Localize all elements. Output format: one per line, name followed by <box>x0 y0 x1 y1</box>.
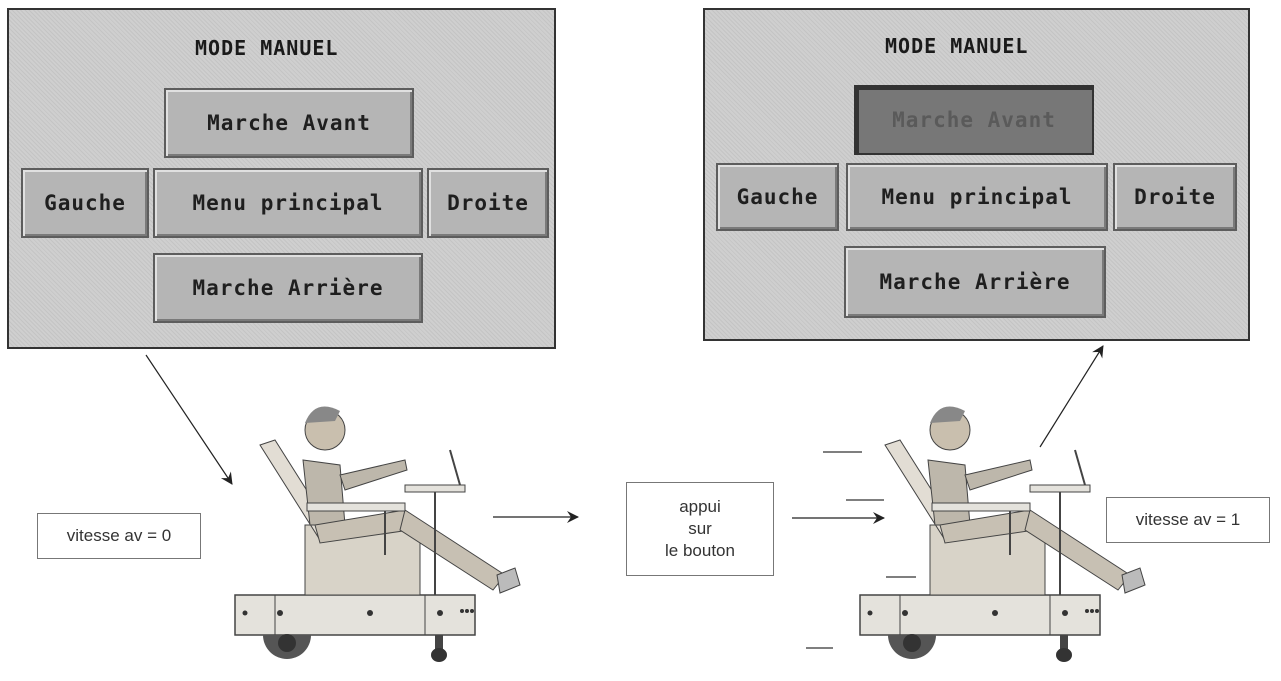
right-reverse-button[interactable]: Marche Arrière <box>844 246 1106 318</box>
left-menu-button[interactable]: Menu principal <box>153 168 423 238</box>
action-label: appui sur le bouton <box>626 482 774 576</box>
speed-before-label: vitesse av = 0 <box>37 513 201 559</box>
arrow-chair-to-panel <box>1039 345 1104 448</box>
action-label-line3: le bouton <box>665 541 735 560</box>
right-menu-button[interactable]: Menu principal <box>846 163 1108 231</box>
action-label-line2: sur <box>688 519 712 538</box>
motion-lines-icon <box>806 451 916 649</box>
right-forward-button-pressed[interactable]: Marche Avant <box>854 85 1094 155</box>
arrow-panel-to-chair <box>145 354 233 485</box>
wheelchair-user-moving-icon <box>859 405 1146 663</box>
wheelchair-user-stationary-icon <box>234 405 521 663</box>
left-right-button[interactable]: Droite <box>427 168 549 238</box>
left-forward-button[interactable]: Marche Avant <box>164 88 414 158</box>
right-panel-title: MODE MANUEL <box>885 34 1029 58</box>
left-reverse-button[interactable]: Marche Arrière <box>153 253 423 323</box>
left-control-panel: MODE MANUEL Marche Avant Gauche Menu pri… <box>7 8 556 349</box>
right-left-button[interactable]: Gauche <box>716 163 839 231</box>
right-right-button[interactable]: Droite <box>1113 163 1237 231</box>
left-left-button[interactable]: Gauche <box>21 168 149 238</box>
left-panel-title: MODE MANUEL <box>195 36 339 60</box>
action-label-line1: appui <box>679 497 721 516</box>
speed-after-label: vitesse av = 1 <box>1106 497 1270 543</box>
right-control-panel: MODE MANUEL Marche Avant Gauche Menu pri… <box>703 8 1250 341</box>
